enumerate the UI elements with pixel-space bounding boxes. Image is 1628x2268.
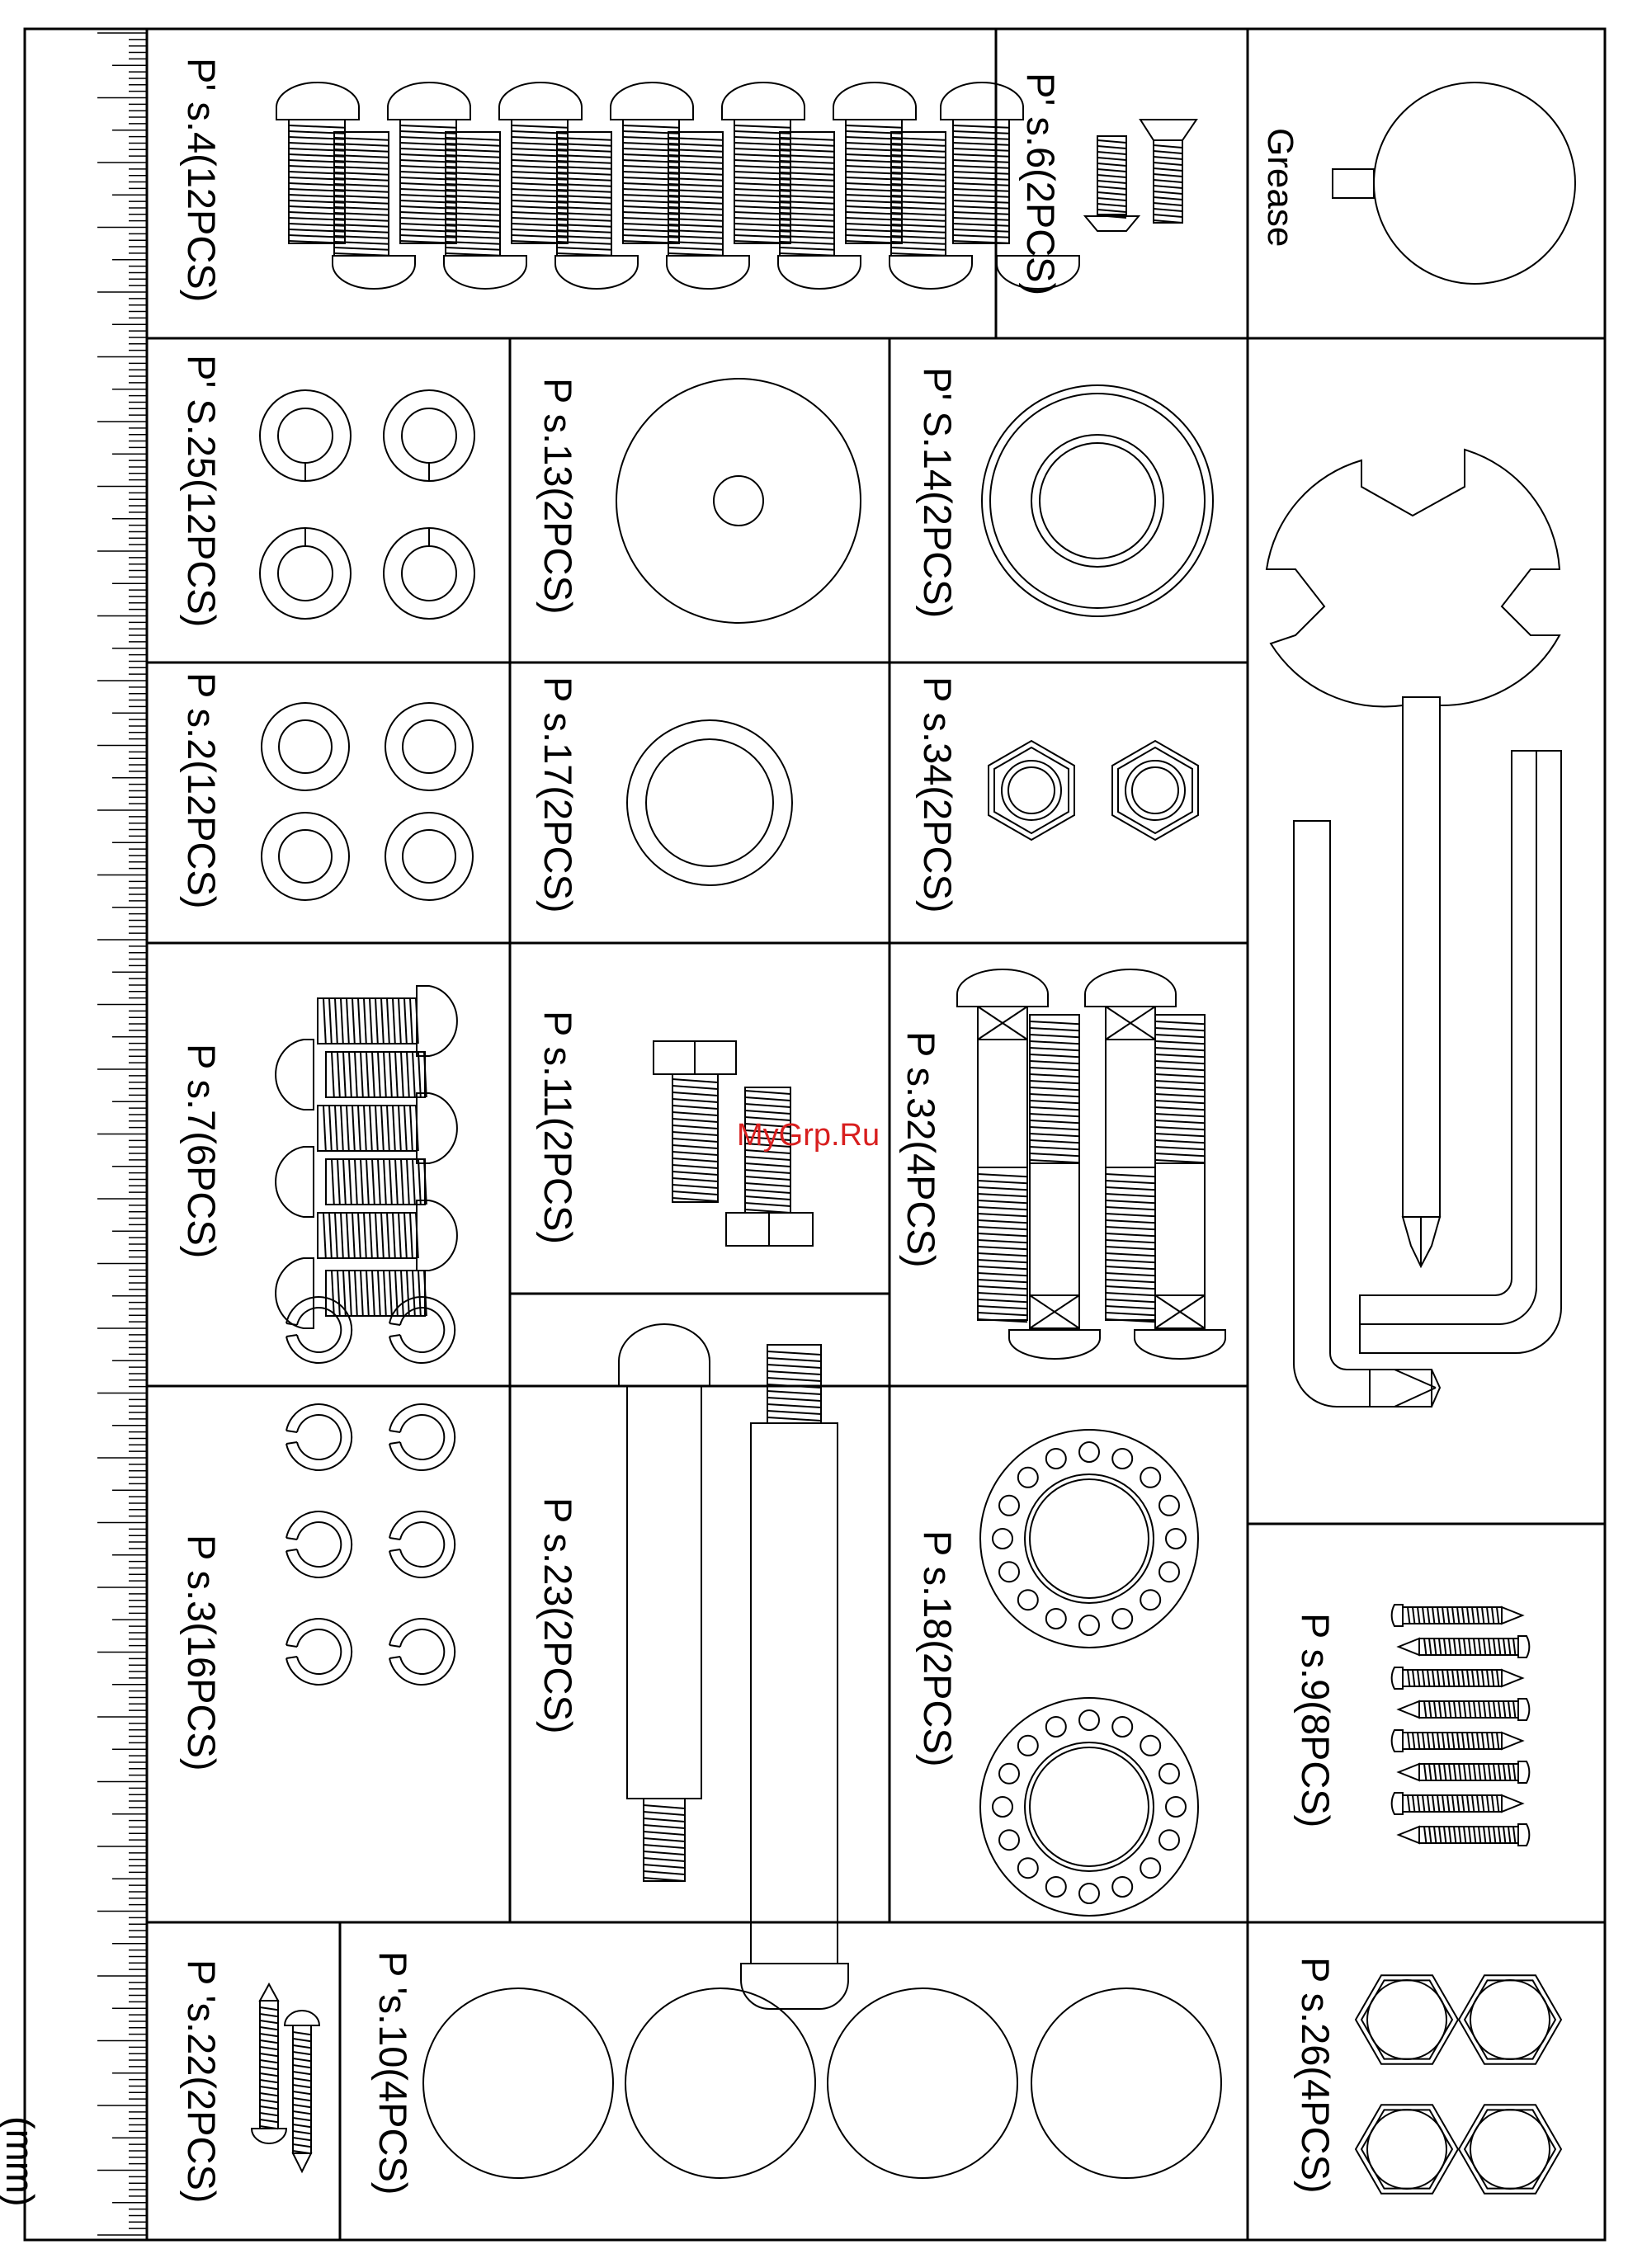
lock-nut-icon xyxy=(989,741,1198,840)
part-label-s11: P s.11(2PCS) xyxy=(539,1011,578,1244)
round-disc-icon xyxy=(423,1988,1221,2178)
part-label-s25: Pʹ S.25(12PCS) xyxy=(182,355,221,627)
unit-label: (mm) xyxy=(1,2116,40,2207)
part-label-s32: P s.32(4PCS) xyxy=(902,1031,941,1267)
large-flat-washer-icon xyxy=(616,379,861,623)
part-label-s7: P s.7(6PCS) xyxy=(182,1044,221,1258)
part-label-s9: P s.9(8PCS) xyxy=(1296,1613,1335,1827)
part-label-s13: P s.13(2PCS) xyxy=(539,378,578,614)
part-label-s23: P s.23(2PCS) xyxy=(539,1497,578,1733)
carriage-bolt-icon xyxy=(957,969,1225,1359)
bearing-race-icon xyxy=(980,1430,1198,1916)
part-label-s3: P s.3(16PCS) xyxy=(182,1535,221,1771)
spring-washer-icon xyxy=(286,1297,455,1685)
part-label-s18: P s.18(2PCS) xyxy=(918,1530,957,1766)
part-label-s17: P s.17(2PCS) xyxy=(539,677,578,912)
part-label-s4: Pʹ s.4(12PCS) xyxy=(182,58,221,302)
round-head-bolt-icon xyxy=(276,986,457,1328)
part-label-s22: P ʹs.22(2PCS) xyxy=(182,1959,221,2203)
hex-key-icon xyxy=(1294,751,1561,1407)
watermark: MyGrp.Ru xyxy=(737,1118,880,1153)
part-label-s2: P s.2(12PCS) xyxy=(182,672,221,908)
part-label-s6: Pʹ s.6(2PCS) xyxy=(1022,73,1060,295)
thick-washer-icon xyxy=(982,385,1213,616)
wrench-tool-icon xyxy=(1267,450,1560,707)
mm-ruler xyxy=(97,33,147,2235)
part-label-s14: Pʹ S.14(2PCS) xyxy=(918,367,957,618)
button-head-bolt-icon xyxy=(276,83,1079,289)
part-label-s10: P ʹs.10(4PCS) xyxy=(374,1951,413,2195)
shoulder-bolt-icon xyxy=(619,1324,848,2009)
part-label-s26: P s.26(4PCS) xyxy=(1296,1957,1335,2193)
hex-cap-nut-icon xyxy=(1356,1975,1561,2193)
part-label-s34: P s.34(2PCS) xyxy=(918,677,957,912)
grease-tube-icon xyxy=(1333,83,1575,284)
wood-screw-icon xyxy=(252,1984,319,2171)
grease-label: Grease xyxy=(1262,128,1298,247)
screwdriver-tool-icon xyxy=(1403,697,1440,1266)
split-ring-washer-icon xyxy=(260,390,474,619)
flat-washer-icon xyxy=(262,703,473,900)
spacer-ring-icon xyxy=(627,720,792,885)
tapping-screw-icon xyxy=(1392,1605,1530,1846)
